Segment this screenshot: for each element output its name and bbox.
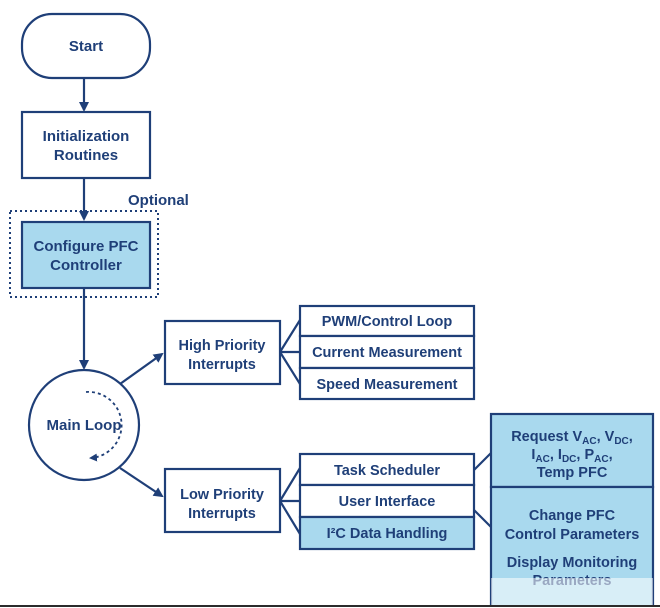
pwm-control-loop-label: PWM/Control Loop [322, 314, 453, 330]
request-values-box [489, 412, 655, 489]
low-priority-tasks-group: Task Scheduler User Interface I²C Data H… [298, 452, 476, 551]
main-loop-label: Main Loop [47, 417, 122, 434]
high-priority-interrupts-node: High Priority Interrupts [163, 319, 282, 386]
speed-measurement-label: Speed Measurement [316, 377, 457, 393]
high-label-line1: High Priority [178, 338, 265, 354]
init-label-line2: Routines [54, 147, 118, 164]
initialization-node: Initialization Routines [20, 110, 152, 180]
ui-parameters-panel: Request VAC, VDC, IAC, IDC, PAC, Temp PF… [489, 412, 655, 606]
loop-cycle-icon [85, 391, 123, 462]
panel-fade-overlay [491, 578, 653, 606]
i2c-data-handling-label: I²C Data Handling [327, 526, 448, 542]
low-priority-interrupts-node: Low Priority Interrupts [163, 467, 282, 534]
low-label-line2: Interrupts [188, 506, 256, 522]
request-line2: IAC, IDC, PAC, [531, 447, 612, 465]
arrow-mainloop-to-low [119, 467, 164, 498]
change-pfc-line2: Control Parameters [505, 527, 640, 543]
connector-ui-to-parameters [473, 509, 493, 529]
current-measurement-label: Current Measurement [312, 345, 462, 361]
high-branch-connector [279, 319, 301, 385]
init-label-line1: Initialization [43, 128, 130, 145]
optional-label: Optional [128, 192, 189, 209]
arrow-mainloop-to-high [119, 352, 164, 385]
configure-label-line1: Configure PFC [34, 238, 139, 255]
configure-pfc-node: Configure PFC Controller [20, 220, 152, 290]
high-label-line2: Interrupts [188, 357, 256, 373]
display-monitoring-line1: Display Monitoring [507, 555, 638, 571]
configure-label-line2: Controller [50, 257, 122, 274]
low-label-line1: Low Priority [180, 487, 264, 503]
user-interface-label: User Interface [339, 494, 436, 510]
task-scheduler-label: Task Scheduler [334, 463, 440, 479]
optional-dotted-frame [9, 210, 159, 298]
request-line3: Temp PFC [537, 465, 608, 481]
change-pfc-line1: Change PFC [529, 508, 616, 524]
connector-scheduler-to-request [473, 451, 493, 471]
main-loop-node: Main Loop [27, 368, 141, 482]
start-node: Start [20, 12, 152, 80]
high-priority-tasks-group: PWM/Control Loop Current Measurement Spe… [298, 304, 476, 401]
low-branch-connector [279, 467, 301, 535]
start-label: Start [69, 38, 103, 55]
request-line1: Request VAC, VDC, [511, 429, 633, 447]
